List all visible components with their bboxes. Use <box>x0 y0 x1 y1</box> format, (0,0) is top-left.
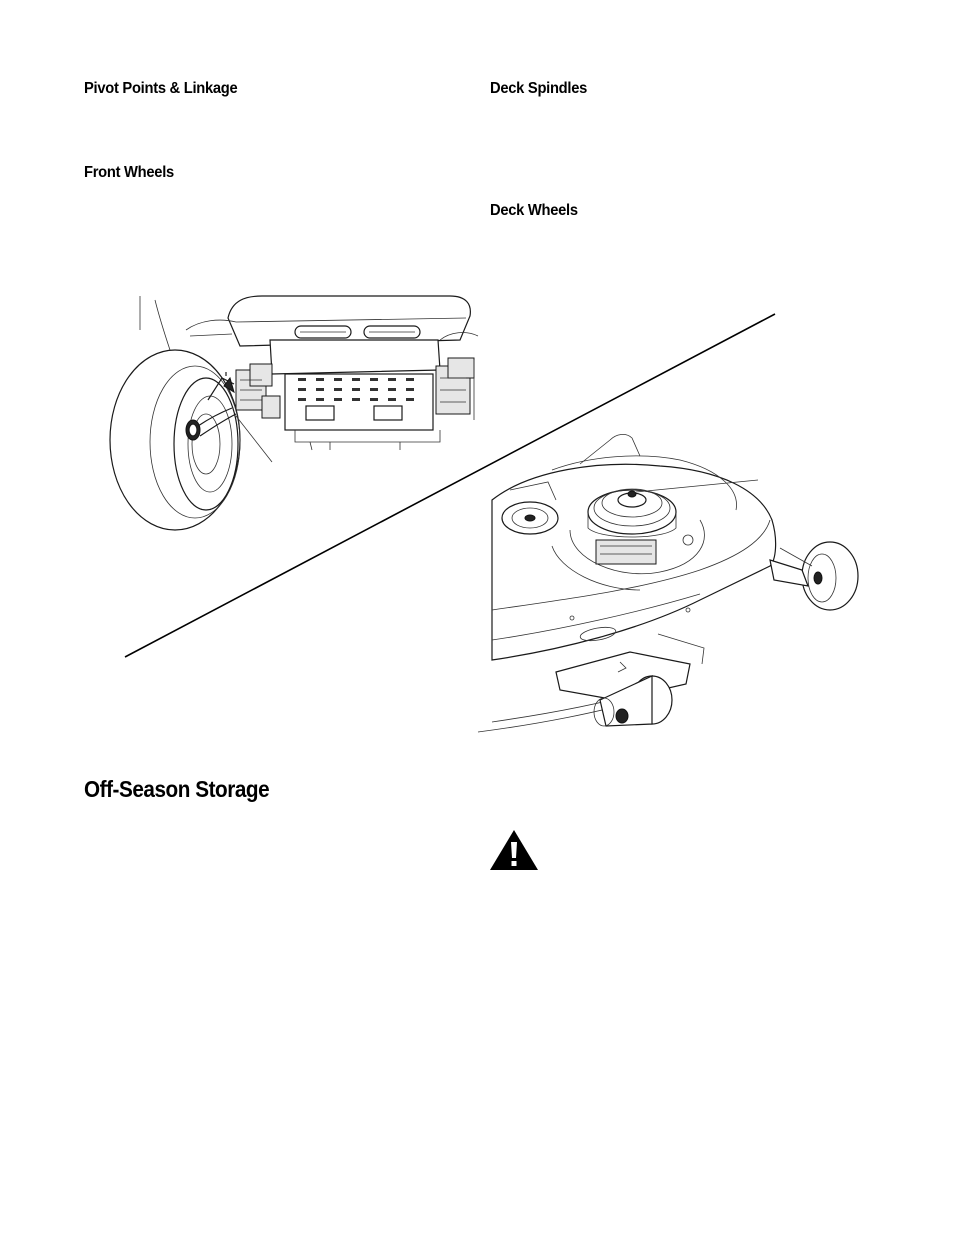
front-wheels-heading: Front Wheels <box>84 164 174 181</box>
deck-illustration <box>477 434 859 733</box>
pivot-points-heading: Pivot Points & Linkage <box>84 80 238 97</box>
grille-vents <box>298 378 414 401</box>
off-season-storage-heading: Off-Season Storage <box>84 776 270 802</box>
warning-triangle-icon <box>490 830 538 870</box>
figure-divider-line <box>124 313 776 658</box>
deck-spindles-heading: Deck Spindles <box>490 80 588 97</box>
deck-wheels-heading: Deck Wheels <box>490 202 578 219</box>
front-wheel-illustration <box>109 295 776 658</box>
